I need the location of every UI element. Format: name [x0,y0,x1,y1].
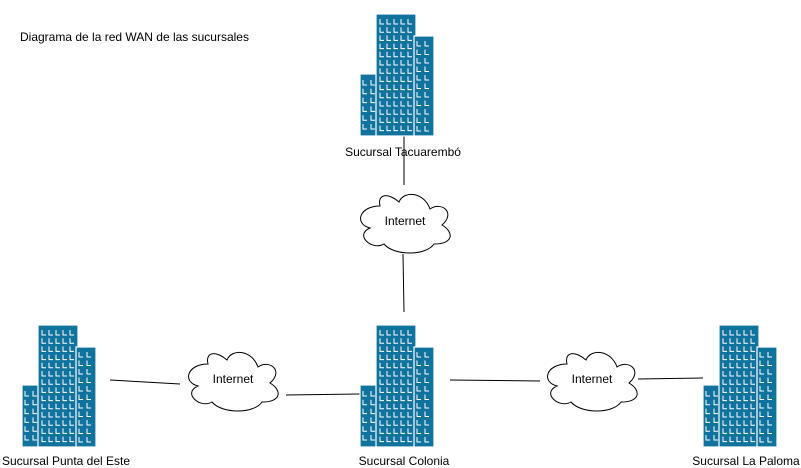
node-label-punta: Sucursal Punta del Este [1,454,131,468]
connection-line-punta-cloud-left [109,379,181,385]
connection-lines [109,136,704,396]
cloud-label-cloud-right: Internet [571,372,613,386]
node-label-colonia: Sucursal Colonia [358,454,450,468]
node-label-tacuarembo: Sucursal Tacuarembó [345,145,461,159]
cloud-icon [547,351,638,412]
connection-line-cloud-right-paloma [637,377,704,380]
clouds [188,193,638,412]
connection-line-cloud-left-colonia [285,393,361,396]
diagram-title: Diagrama de la red WAN de las sucursales [20,30,249,44]
office-building-icon [702,324,778,448]
buildings [21,13,778,448]
cloud-icon [360,193,451,254]
office-building-icon [21,324,97,448]
office-building-icon [359,324,435,448]
office-building-icon [359,13,435,137]
cloud-label-cloud-top: Internet [384,214,426,228]
connection-line-colonia-cloud-right [449,379,541,382]
node-label-paloma: Sucursal La Paloma [692,454,800,468]
connection-line-cloud-top-colonia [402,253,405,313]
cloud-icon [188,351,279,412]
cloud-label-cloud-left: Internet [212,372,254,386]
